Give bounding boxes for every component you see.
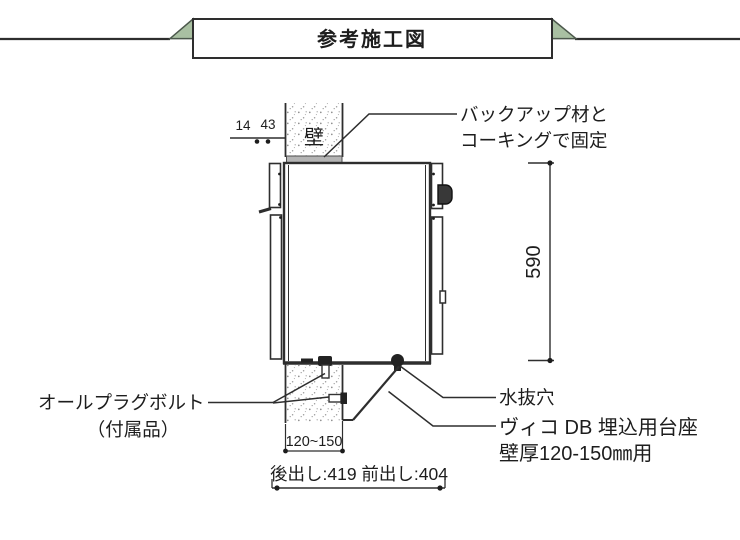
dim-offset-a: 14 — [235, 118, 251, 133]
dim-height-value: 590 — [523, 245, 545, 278]
left-flange-lower — [269, 214, 283, 360]
pedestal-note-line2: 壁厚120-150㎜用 — [499, 442, 652, 465]
dim-projection-dot-icon — [437, 485, 443, 491]
pedestal-note-line1: ヴィコ DB 埋込用台座 — [499, 416, 698, 439]
backup-note-line1: バックアップ材と — [460, 104, 608, 125]
dim-projection-value: 後出し:419 前出し:404 — [270, 464, 448, 484]
lock-knob-icon — [437, 184, 453, 205]
left-flange-upper — [268, 162, 282, 209]
plug-bolt-leader-lower — [272, 396, 330, 404]
pedestal-brace — [352, 365, 400, 421]
left-hook-mark-icon — [258, 207, 272, 214]
dim-thickness-value: 120~150 — [286, 434, 343, 450]
dim-offset-tick-icon — [254, 139, 260, 144]
backup-note-line2: コーキングで固定 — [460, 130, 607, 151]
page-title: 参考施工図 — [317, 27, 427, 51]
anchor-bolt-shaft — [321, 364, 330, 379]
dim-thickness-dot-icon — [283, 448, 288, 454]
anchor-bolt-head-icon — [318, 356, 332, 366]
pedestal-leader — [388, 390, 496, 427]
banner-triangle-left-icon — [167, 17, 194, 40]
plug-bolt-note-line2: （付属品） — [87, 419, 180, 440]
dim-height-dot-icon — [547, 357, 553, 364]
flange-joint-dot-icon — [278, 203, 281, 206]
side-bolt-shaft — [328, 393, 342, 403]
base-plate-mark — [301, 358, 313, 363]
drain-hole-label: 水抜穴 — [499, 387, 555, 408]
dim-height-dot-icon — [547, 160, 553, 166]
drain-bolt-head-icon — [391, 354, 404, 367]
flange-joint-dot-icon — [432, 172, 435, 176]
right-flange-lower — [430, 216, 444, 355]
wall-label: 壁 — [304, 126, 324, 149]
flange-joint-dot-icon — [279, 216, 282, 219]
flange-joint-dot-icon — [432, 217, 435, 220]
lower-wall-hatch — [286, 365, 342, 422]
backup-note-leader — [323, 113, 457, 158]
drain-hole-leader — [399, 365, 496, 399]
side-bolt-head-icon — [340, 392, 347, 404]
flange-joint-dot-icon — [278, 172, 281, 176]
dim-thickness-dot-icon — [340, 448, 345, 454]
plug-bolt-leader-upper — [272, 372, 326, 404]
banner-box — [192, 18, 553, 59]
banner-triangle-right-icon — [551, 17, 579, 40]
dim-offset-b: 43 — [260, 117, 275, 132]
hinge-notch — [439, 290, 447, 304]
post-body — [282, 161, 432, 365]
plug-bolt-note-line1: オールプラグボルト — [38, 392, 205, 413]
flange-joint-dot-icon — [432, 203, 435, 207]
dim-projection-dot-icon — [274, 485, 280, 491]
dim-offset-tick-icon — [265, 139, 271, 144]
